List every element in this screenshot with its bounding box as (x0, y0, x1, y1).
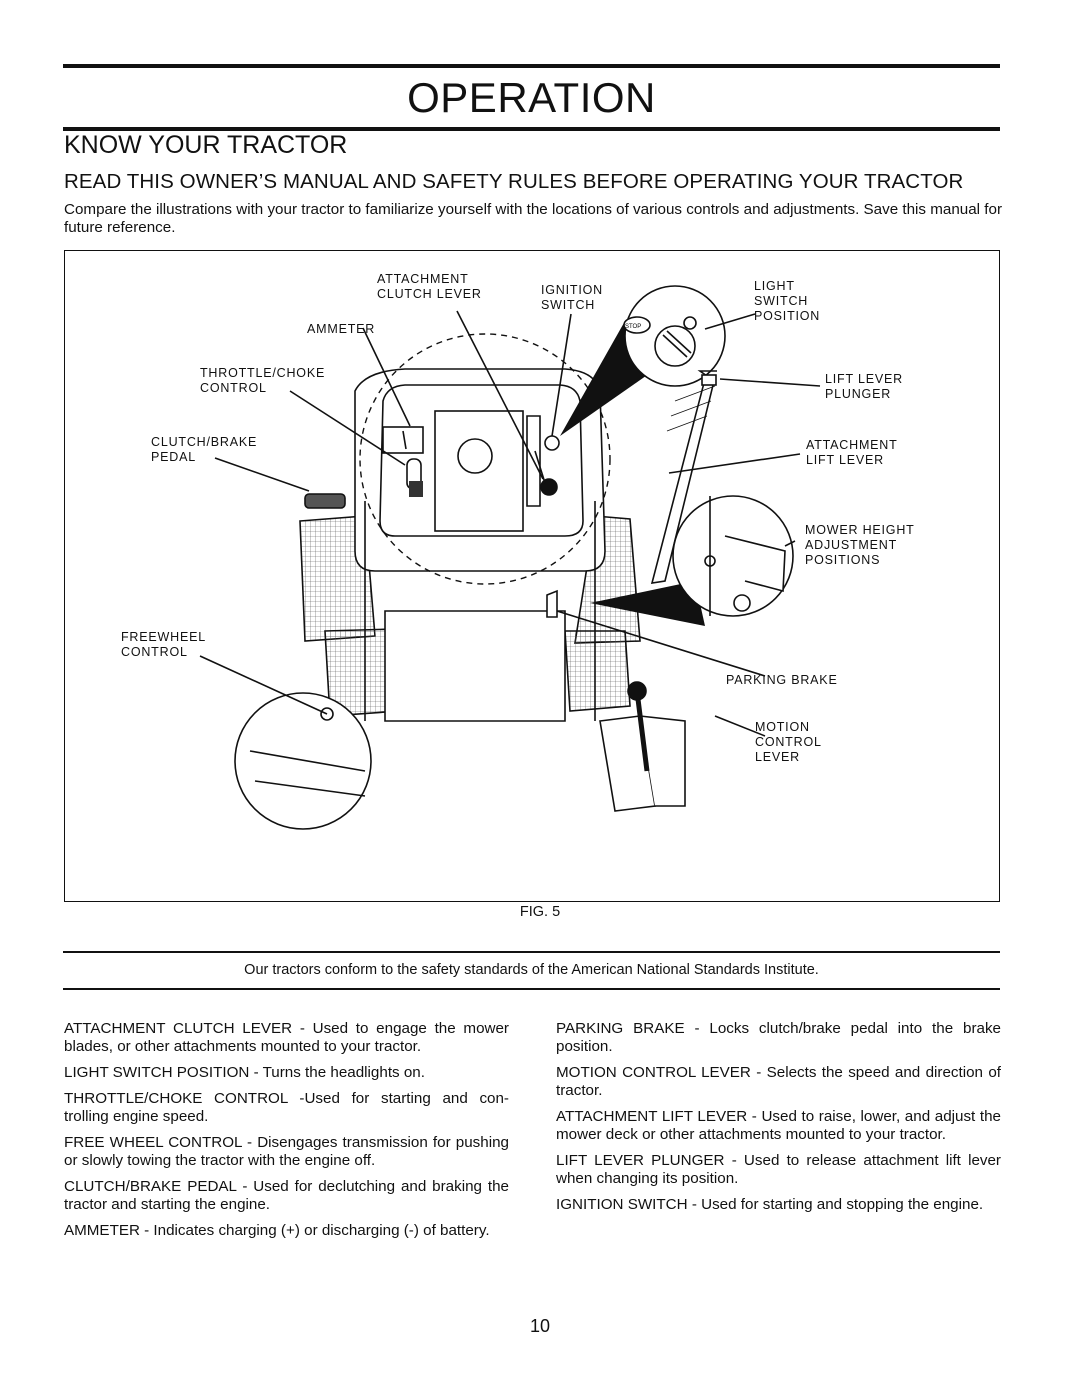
label-ignition-switch: IGNITION SWITCH (541, 283, 603, 312)
label-throttle-choke: THROTTLE/CHOKE CONTROL (200, 366, 326, 395)
page-number: 10 (529, 1316, 551, 1336)
divider (63, 988, 1000, 990)
definition-item: THROTTLE/CHOKE CONTROL -Used for startin… (64, 1090, 509, 1125)
top-rule (63, 64, 1000, 68)
intro-paragraph: Compare the illustrations with your trac… (64, 201, 1002, 236)
section-title: KNOW YOUR TRACTOR (64, 131, 348, 159)
stop-icon: STOP (625, 324, 641, 330)
figure-caption: FIG. 5 (519, 904, 561, 920)
label-motion-control: MOTION CONTROL LEVER (755, 720, 822, 764)
definition-item: MOTION CONTROL LEVER - Selects the speed… (556, 1064, 1001, 1099)
page-title: OPERATION (407, 74, 656, 121)
definitions-left: ATTACHMENT CLUTCH LEVER - Used to engage… (64, 1020, 509, 1248)
definition-item: FREE WHEEL CONTROL - Disengages transmis… (64, 1134, 509, 1169)
definition-item: ATTACHMENT LIFT LEVER - Used to raise, l… (556, 1108, 1001, 1143)
definition-item: LIGHT SWITCH POSITION - Turns the headli… (64, 1064, 425, 1081)
definition-item: CLUTCH/BRAKE PEDAL - Used for declutchin… (64, 1178, 509, 1213)
definition-item: IGNITION SWITCH - Used for starting and … (556, 1196, 984, 1213)
label-clutch-brake-pedal: CLUTCH/BRAKE PEDAL (151, 435, 258, 464)
definition-item: AMMETER - Indicates charging (+) or disc… (64, 1222, 490, 1239)
label-ammeter: AMMETER (307, 322, 376, 336)
title-rule (63, 127, 1000, 131)
label-lift-lever-plunger: LIFT LEVER PLUNGER (825, 372, 903, 401)
tractor-controls-illustration: STOP (199, 285, 821, 830)
label-mower-height: MOWER HEIGHT ADJUSTMENT POSITIONS (805, 523, 915, 567)
label-attachment-clutch-lever: ATTACHMENT CLUTCH LEVER (377, 272, 482, 301)
definition-item: PARKING BRAKE - Locks clutch/brake pedal… (556, 1020, 1001, 1055)
subheading: READ THIS OWNER’S MANUAL AND SAFETY RULE… (64, 170, 964, 193)
definitions-right: PARKING BRAKE - Locks clutch/brake pedal… (556, 1020, 1001, 1222)
definition-item: LIFT LEVER PLUNGER - Used to release att… (556, 1152, 1001, 1187)
standards-note: Our tractors conform to the safety stand… (244, 962, 819, 978)
figure-5: STOP ATTACHMENT CLUTCH LEVER IGNITION SW… (64, 250, 1000, 902)
label-freewheel: FREEWHEEL CONTROL (121, 630, 206, 659)
label-parking-brake: PARKING BRAKE (726, 673, 838, 687)
label-attachment-lift-lever: ATTACHMENT LIFT LEVER (806, 438, 898, 467)
definition-item: ATTACHMENT CLUTCH LEVER - Used to engage… (64, 1020, 509, 1055)
label-light-switch-position: LIGHT SWITCH POSITION (754, 279, 821, 323)
divider (63, 951, 1000, 953)
